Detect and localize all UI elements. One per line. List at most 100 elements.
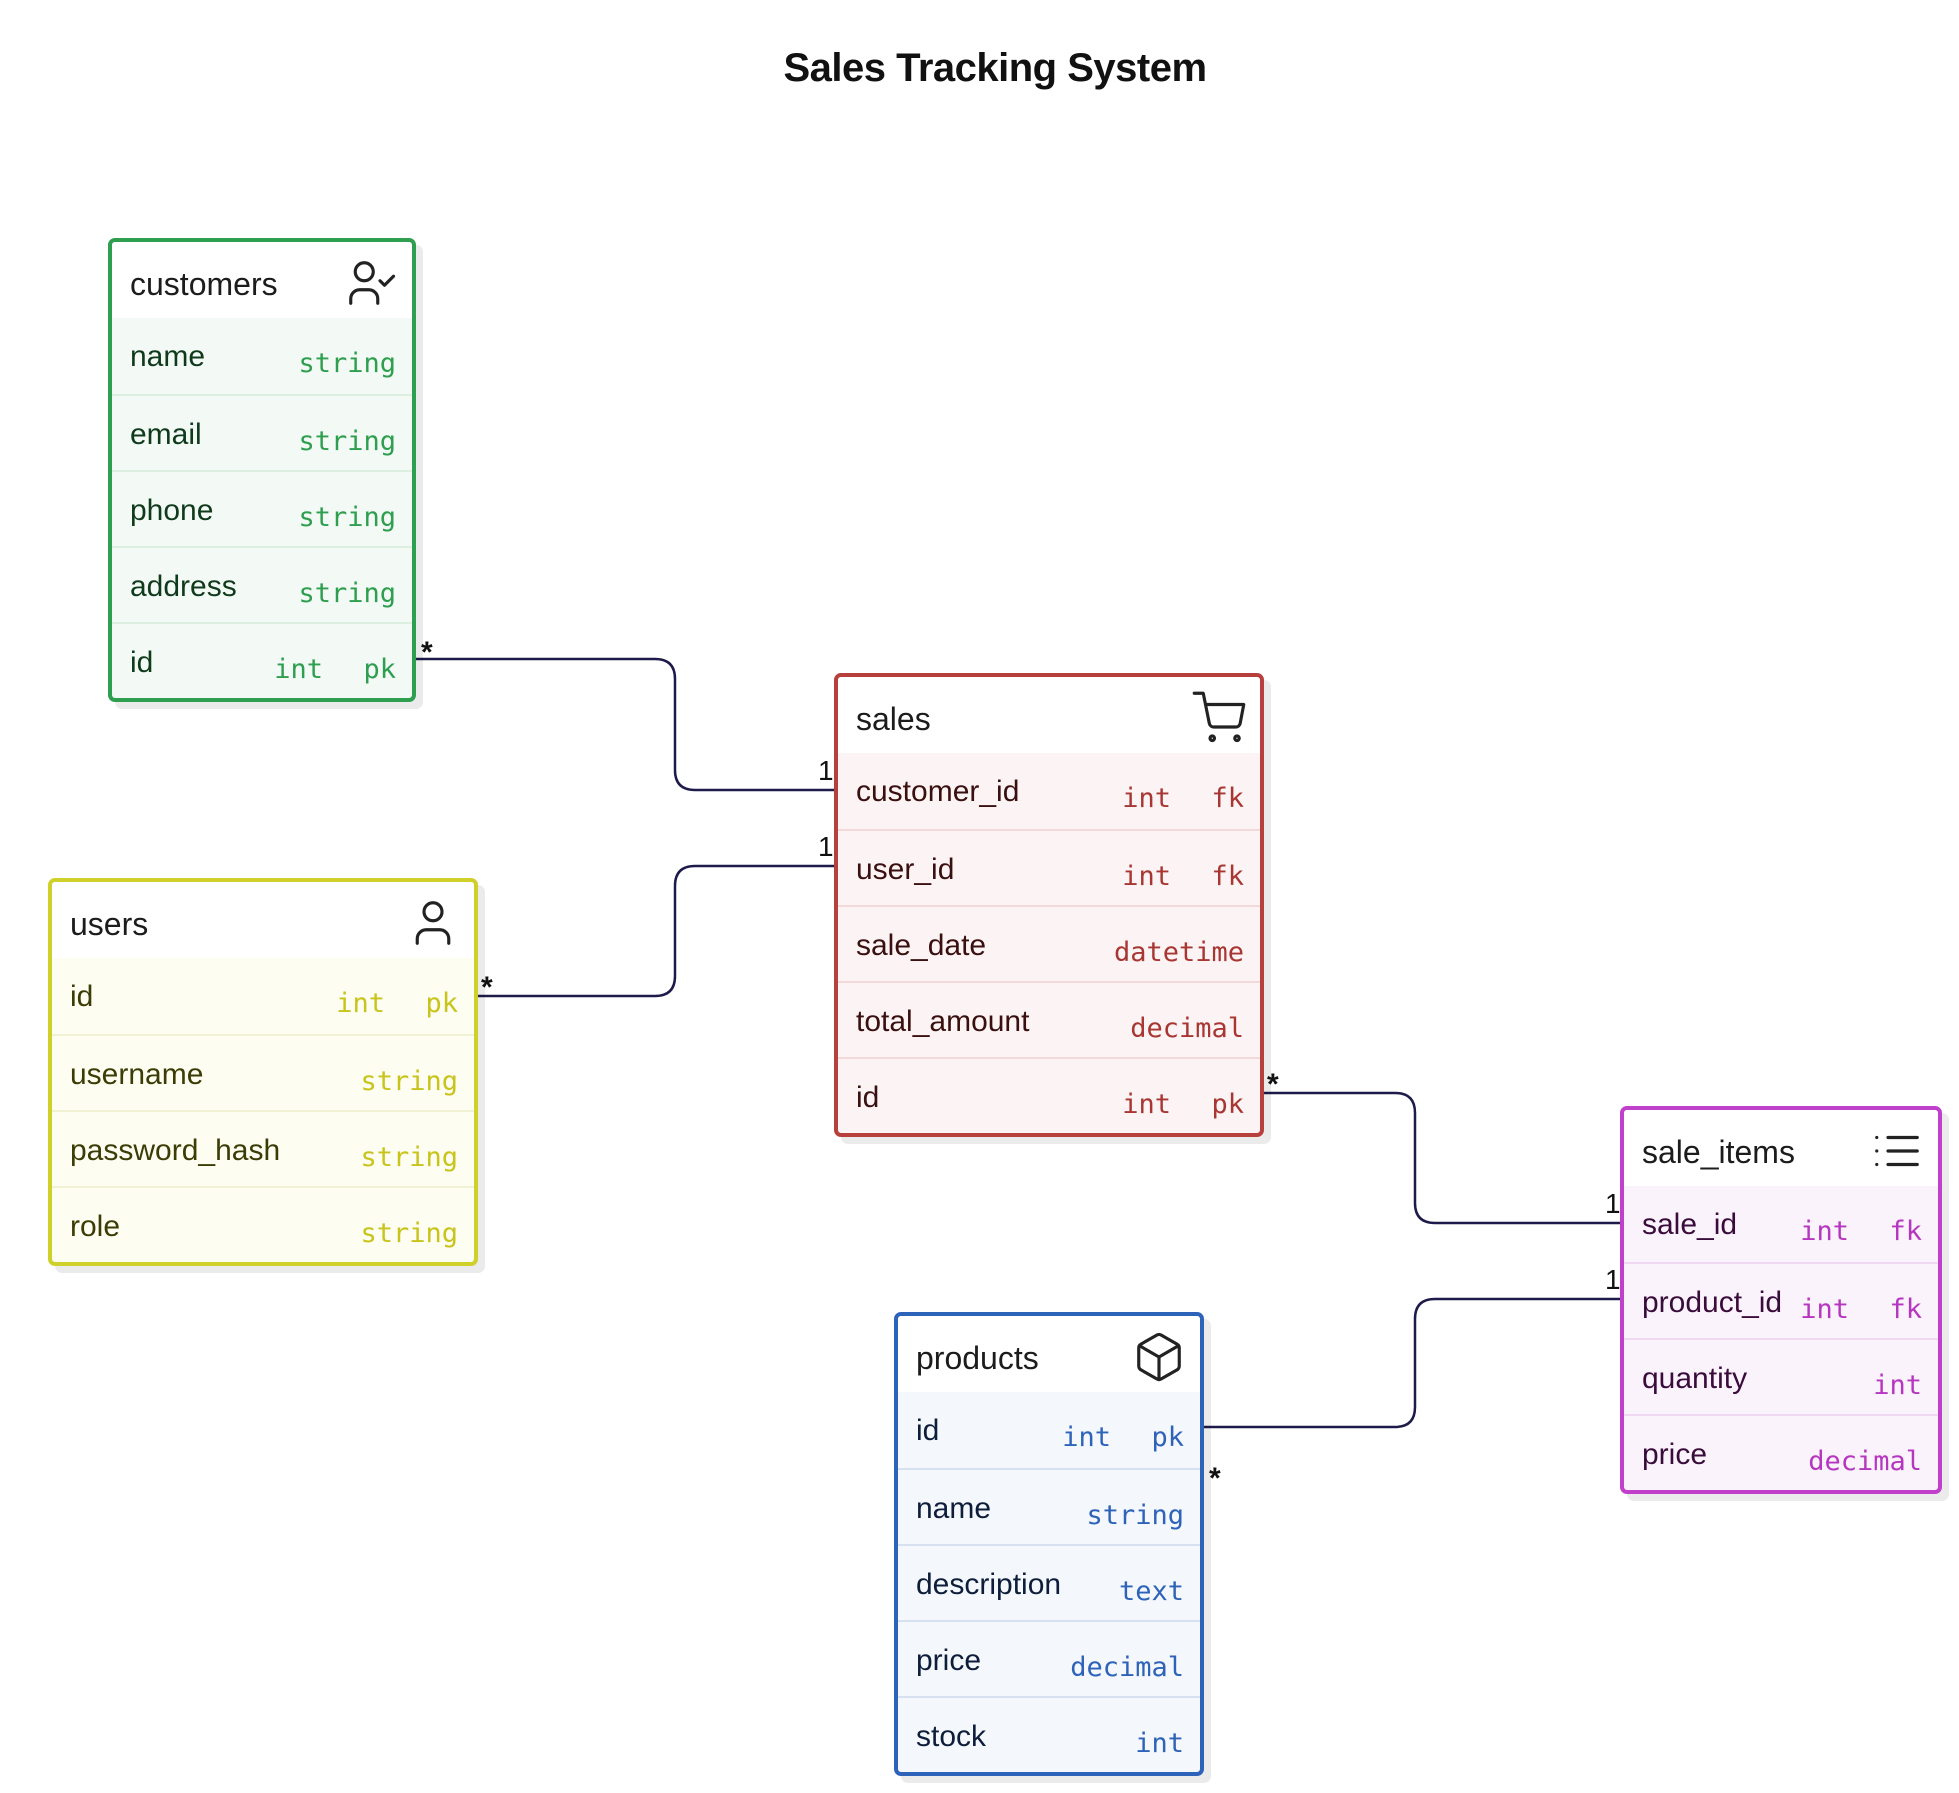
field-row-address[interactable]: address string bbox=[112, 546, 412, 622]
field-type: string bbox=[298, 348, 396, 379]
field-type: string bbox=[298, 578, 396, 609]
field-name: sale_id bbox=[1642, 1208, 1738, 1241]
field-type: int pk bbox=[274, 654, 396, 685]
multiplicity-one: 1 bbox=[818, 755, 834, 786]
field-row-price[interactable]: price decimal bbox=[1624, 1414, 1938, 1490]
field-name: name bbox=[130, 340, 206, 373]
entity-name: products bbox=[916, 1340, 1039, 1376]
field-name: price bbox=[1642, 1438, 1708, 1471]
multiplicity-many: * bbox=[1209, 1462, 1221, 1495]
field-name: description bbox=[916, 1568, 1062, 1601]
field-name: quantity bbox=[1642, 1362, 1748, 1395]
field-name: product_id bbox=[1642, 1286, 1783, 1319]
field-name: id bbox=[856, 1081, 880, 1114]
field-row-stock[interactable]: stock int bbox=[898, 1696, 1200, 1772]
diagram-title: Sales Tracking System bbox=[783, 46, 1207, 90]
field-type: string bbox=[298, 502, 396, 533]
field-name: address bbox=[130, 570, 237, 603]
multiplicity-one: 1 bbox=[1605, 1188, 1621, 1219]
entity-customers[interactable]: customers name string email string phone stri… bbox=[108, 238, 416, 702]
field-list: name string email string phone string address s… bbox=[112, 318, 412, 698]
field-row-password-hash[interactable]: password_hash string bbox=[52, 1110, 474, 1186]
field-row-name[interactable]: name string bbox=[112, 318, 412, 394]
field-name: id bbox=[130, 646, 154, 679]
field-type: int pk bbox=[1122, 1089, 1244, 1120]
field-type: int fk bbox=[1800, 1294, 1922, 1325]
entity-name: sale_items bbox=[1642, 1134, 1795, 1170]
multiplicity-one: 1 bbox=[818, 831, 834, 862]
field-type: string bbox=[1086, 1500, 1184, 1531]
list-icon bbox=[1875, 1135, 1919, 1167]
field-row-id[interactable]: id int pk bbox=[838, 1057, 1260, 1133]
field-type: decimal bbox=[1808, 1446, 1922, 1477]
field-name: username bbox=[70, 1058, 204, 1091]
relationship-line bbox=[1194, 1297, 1632, 1429]
field-name: user_id bbox=[856, 853, 955, 886]
entity-header: sales bbox=[838, 677, 1260, 753]
field-row-role[interactable]: role string bbox=[52, 1186, 474, 1262]
field-row-user-id[interactable]: user_id int fk bbox=[838, 829, 1260, 905]
field-name: stock bbox=[916, 1720, 987, 1753]
field-row-id[interactable]: id int pk bbox=[112, 622, 412, 698]
field-type: string bbox=[360, 1218, 458, 1249]
field-row-description[interactable]: description text bbox=[898, 1544, 1200, 1620]
field-type: int fk bbox=[1122, 783, 1244, 814]
field-name: sale_date bbox=[856, 929, 987, 962]
field-row-username[interactable]: username string bbox=[52, 1034, 474, 1110]
field-name: password_hash bbox=[70, 1134, 281, 1167]
field-name: role bbox=[70, 1210, 121, 1243]
field-type: decimal bbox=[1130, 1013, 1244, 1044]
field-row-quantity[interactable]: quantity int bbox=[1624, 1338, 1938, 1414]
field-name: name bbox=[916, 1492, 992, 1525]
field-row-id[interactable]: id int pk bbox=[898, 1392, 1200, 1468]
field-name: price bbox=[916, 1644, 982, 1677]
field-row-total-amount[interactable]: total_amount decimal bbox=[838, 981, 1260, 1057]
field-row-sale-id[interactable]: sale_id int fk bbox=[1624, 1186, 1938, 1262]
entity-products[interactable]: products id int pk name string description te… bbox=[894, 1312, 1204, 1776]
field-type: int pk bbox=[1062, 1422, 1184, 1453]
field-name: id bbox=[916, 1414, 940, 1447]
field-row-email[interactable]: email string bbox=[112, 394, 412, 470]
field-type: int fk bbox=[1122, 861, 1244, 892]
field-name: total_amount bbox=[856, 1005, 1030, 1038]
field-name: phone bbox=[130, 494, 214, 527]
field-name: id bbox=[70, 980, 94, 1013]
package-icon bbox=[1137, 1332, 1181, 1382]
user-icon bbox=[415, 901, 451, 945]
field-row-product-id[interactable]: product_id int fk bbox=[1624, 1262, 1938, 1338]
relationship-line bbox=[404, 657, 845, 792]
field-type: int fk bbox=[1800, 1216, 1922, 1247]
multiplicity-one: 1 bbox=[1605, 1264, 1621, 1295]
field-type: int bbox=[1135, 1728, 1184, 1759]
field-row-customer-id[interactable]: customer_id int fk bbox=[838, 753, 1260, 829]
entity-name: customers bbox=[130, 266, 278, 302]
relationship-line bbox=[464, 864, 845, 998]
field-type: string bbox=[298, 426, 396, 457]
multiplicity-many: * bbox=[1267, 1068, 1279, 1101]
field-type: int pk bbox=[336, 988, 458, 1019]
field-type: string bbox=[360, 1066, 458, 1097]
multiplicity-many: * bbox=[481, 971, 493, 1004]
entity-header: sale_items bbox=[1624, 1110, 1938, 1186]
field-type: text bbox=[1118, 1576, 1184, 1607]
multiplicity-many: * bbox=[421, 636, 433, 669]
field-type: int bbox=[1873, 1370, 1922, 1401]
field-type: decimal bbox=[1070, 1652, 1184, 1683]
entity-header: customers bbox=[112, 242, 412, 318]
field-type: string bbox=[360, 1142, 458, 1173]
entity-name: sales bbox=[856, 701, 931, 737]
field-row-name[interactable]: name string bbox=[898, 1468, 1200, 1544]
field-row-id[interactable]: id int pk bbox=[52, 958, 474, 1034]
entity-name: users bbox=[70, 906, 149, 942]
field-row-phone[interactable]: phone string bbox=[112, 470, 412, 546]
field-row-price[interactable]: price decimal bbox=[898, 1620, 1200, 1696]
field-name: email bbox=[130, 418, 202, 451]
field-name: customer_id bbox=[856, 775, 1020, 808]
